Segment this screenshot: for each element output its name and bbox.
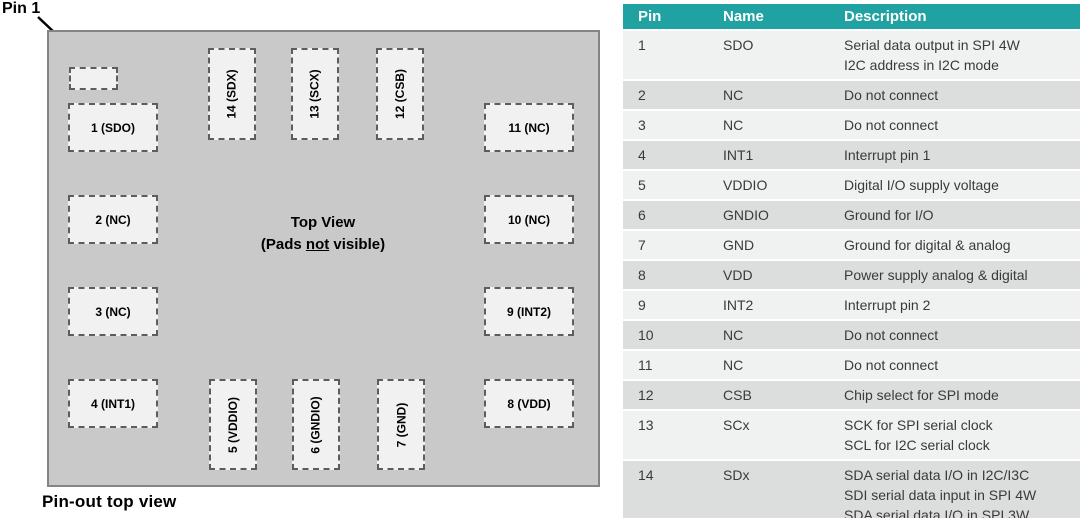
pad-pin-6-label: 6 (GNDIO) <box>309 395 323 454</box>
pad-pin-11-label: 11 (NC) <box>508 120 550 135</box>
header-description: Description <box>844 8 927 25</box>
pinout-diagram: Pin 1 1 (SDO) 2 (NC) 3 (NC) 4 (INT1) <box>2 0 600 511</box>
table-row: 13 SCx SCK for SPI serial clock SCL for … <box>623 411 1080 459</box>
pad-pin-5: 5 (VDDIO) <box>209 379 257 470</box>
pad-pin-10: 10 (NC) <box>484 195 574 244</box>
pad-pin-4: 4 (INT1) <box>68 379 158 428</box>
pin-description-table: Pin Name Description 1 SDO Serial data o… <box>623 4 1080 518</box>
header-pin: Pin <box>638 8 662 25</box>
table-row: 12 CSB Chip select for SPI mode <box>623 381 1080 409</box>
table-row: 9 INT2 Interrupt pin 2 <box>623 291 1080 319</box>
table-row: 3 NC Do not connect <box>623 111 1080 139</box>
pad-pin-7-label: 7 (GND) <box>394 402 409 447</box>
pad-pin-1: 1 (SDO) <box>68 103 158 152</box>
pad-pin-14-label: 14 (SDX) <box>225 69 240 119</box>
pad-pin-10-label: 10 (NC) <box>507 212 550 227</box>
table-row: 6 GNDIO Ground for I/O <box>623 201 1080 229</box>
top-view-line1: Top View <box>290 214 356 231</box>
pin1-indicator-pad <box>69 67 118 90</box>
pad-pin-11: 11 (NC) <box>484 103 574 152</box>
pad-pin-8-label: 8 (VDD) <box>507 396 551 411</box>
pin1-label: Pin 1 <box>2 0 41 17</box>
pad-pin-9-label: 9 (INT2) <box>506 304 551 319</box>
table-row: 4 INT1 Interrupt pin 1 <box>623 141 1080 169</box>
top-view-line2: (Pads not visible) <box>260 236 386 253</box>
pad-pin-6: 6 (GNDIO) <box>292 379 340 470</box>
pad-pin-9: 9 (INT2) <box>484 287 574 336</box>
pad-pin-3: 3 (NC) <box>68 287 158 336</box>
table-row: 2 NC Do not connect <box>623 81 1080 109</box>
table-row: 11 NC Do not connect <box>623 351 1080 379</box>
pad-pin-8: 8 (VDD) <box>484 379 574 428</box>
pad-pin-1-label: 1 (SDO) <box>90 120 135 135</box>
table-row: 10 NC Do not connect <box>623 321 1080 349</box>
pad-pin-5-label: 5 (VDDIO) <box>226 396 241 453</box>
pad-pin-3-label: 3 (NC) <box>95 304 131 319</box>
pad-pin-13-label: 13 (SCX) <box>308 69 323 119</box>
pad-pin-14: 14 (SDX) <box>208 48 256 140</box>
pad-pin-2: 2 (NC) <box>68 195 158 244</box>
table-row: 14 SDx SDA serial data I/O in I2C/I3C SD… <box>623 461 1080 518</box>
top-view-label: Top View (Pads not visible) <box>173 212 473 256</box>
table-row: 5 VDDIO Digital I/O supply voltage <box>623 171 1080 199</box>
table-row: 1 SDO Serial data output in SPI 4W I2C a… <box>623 31 1080 79</box>
pad-pin-2-label: 2 (NC) <box>95 212 131 227</box>
figure-caption: Pin-out top view <box>42 492 177 511</box>
pad-pin-12: 12 (CSB) <box>376 48 424 140</box>
pad-pin-13: 13 (SCX) <box>291 48 339 140</box>
pad-pin-7: 7 (GND) <box>377 379 425 470</box>
pad-pin-4-label: 4 (INT1) <box>90 396 135 411</box>
pad-pin-12-label: 12 (CSB) <box>393 68 408 120</box>
table-header-row: Pin Name Description <box>623 4 1080 29</box>
table-row: 8 VDD Power supply analog & digital <box>623 261 1080 289</box>
header-name: Name <box>723 8 764 25</box>
table-row: 7 GND Ground for digital & analog <box>623 231 1080 259</box>
